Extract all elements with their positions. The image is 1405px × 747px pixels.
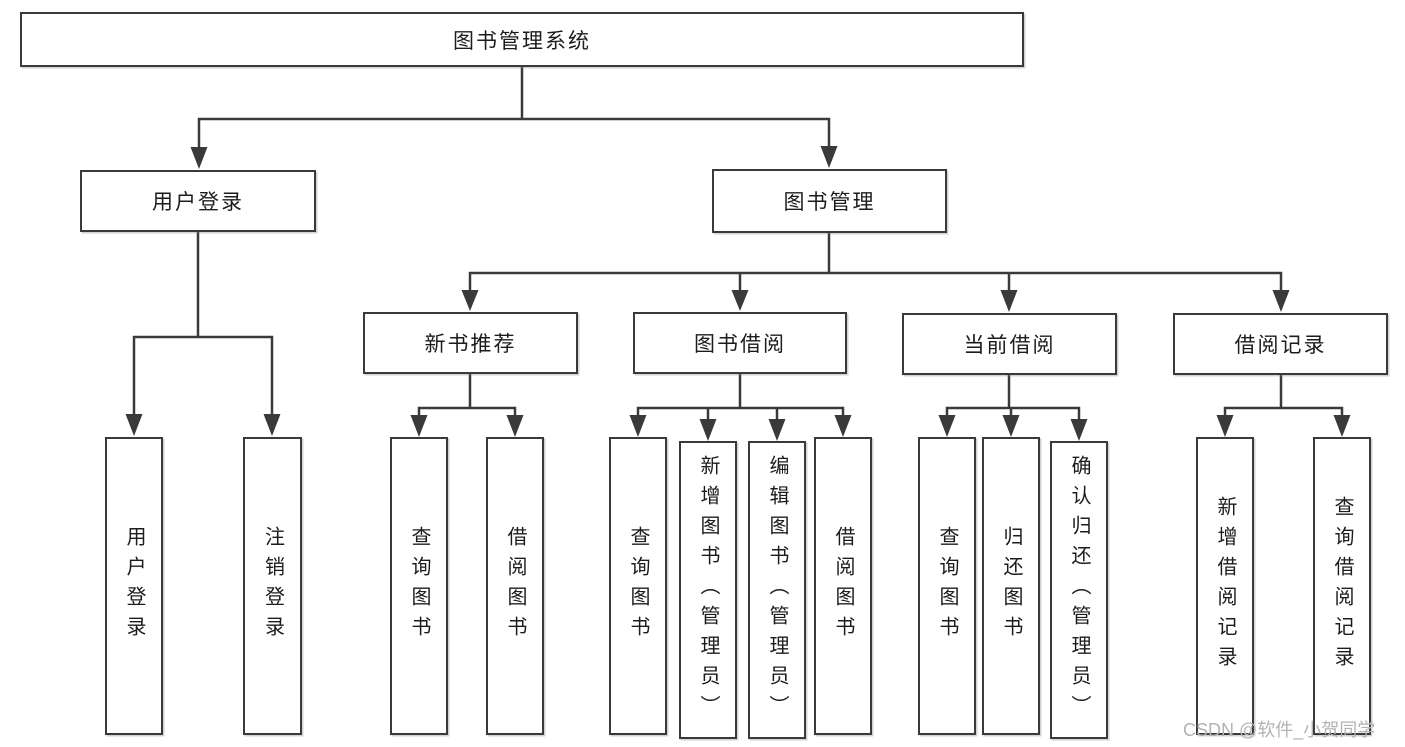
connector-userlogin-to-leaves — [125, 232, 281, 436]
leaf-user-login: 用户登录 — [105, 437, 163, 735]
connector-bookborrow-to-leaves — [629, 374, 852, 441]
connector-newbook-to-leaves — [410, 374, 524, 437]
leaf-edit-books-admin: 编辑图书（管理员） — [748, 441, 806, 739]
leaf-return-books: 归还图书 — [982, 437, 1040, 735]
connector-currentborrow-to-leaves — [938, 375, 1088, 441]
node-new-book-recommend: 新书推荐 — [363, 312, 578, 374]
leaf-borrow-books-recommend: 借阅图书 — [486, 437, 544, 735]
leaf-add-books-admin: 新增图书（管理员） — [679, 441, 737, 739]
node-current-borrow: 当前借阅 — [902, 313, 1117, 375]
leaf-logout: 注销登录 — [243, 437, 302, 735]
leaf-borrow-books: 借阅图书 — [814, 437, 872, 735]
node-book-borrow: 图书借阅 — [633, 312, 847, 374]
leaf-query-books-recommend: 查询图书 — [390, 437, 448, 735]
csdn-watermark: CSDN @软件_小贺同学 — [1183, 720, 1376, 740]
leaf-confirm-return-admin: 确认归还（管理员） — [1050, 441, 1108, 739]
leaf-add-borrow-record: 新增借阅记录 — [1196, 437, 1254, 735]
connector-bookmgmt-to-level3 — [461, 233, 1290, 312]
leaf-query-books-borrow: 查询图书 — [609, 437, 667, 735]
connector-root-to-level2 — [190, 67, 838, 169]
leaf-query-borrow-record: 查询借阅记录 — [1313, 437, 1371, 735]
node-borrow-records: 借阅记录 — [1173, 313, 1388, 375]
node-book-management: 图书管理 — [712, 169, 947, 233]
node-root-library-system: 图书管理系统 — [20, 12, 1024, 67]
leaf-query-books-current: 查询图书 — [918, 437, 976, 735]
connector-borrowrecords-to-leaves — [1216, 375, 1351, 437]
node-user-login: 用户登录 — [80, 170, 316, 232]
